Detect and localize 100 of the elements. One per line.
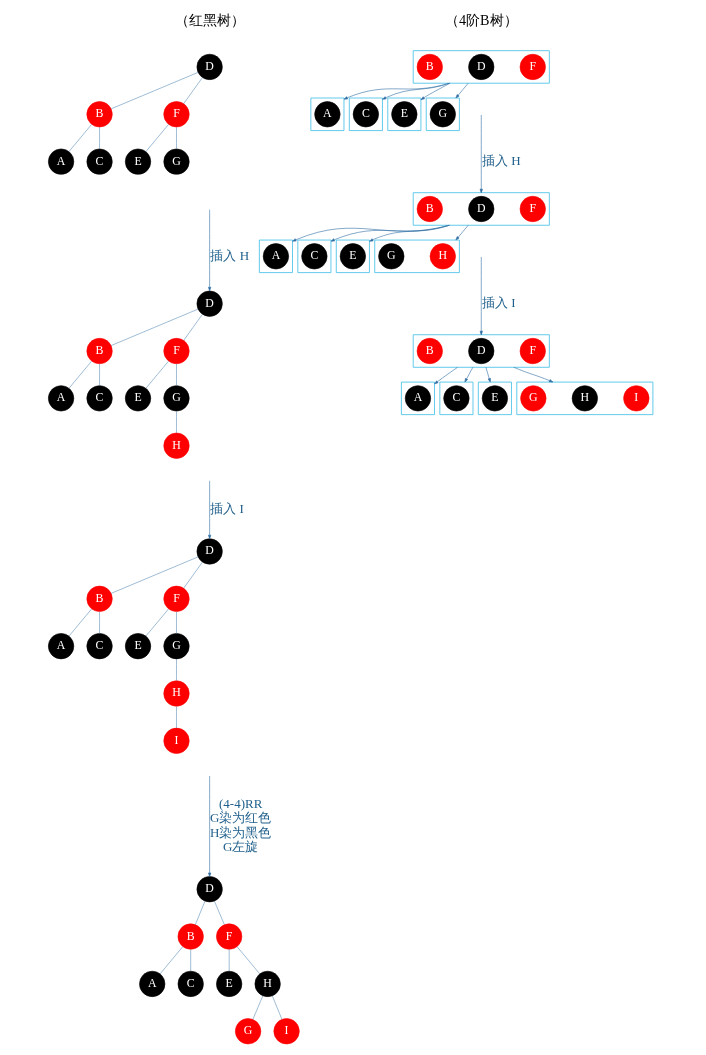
node-circle: G <box>378 243 405 270</box>
node-circle: D <box>468 53 495 80</box>
edge-label: 插入 I <box>210 501 244 517</box>
node-circle: B <box>86 101 113 128</box>
node-circle: E <box>391 101 418 128</box>
node-circle: I <box>273 1018 300 1045</box>
arrow <box>343 82 450 100</box>
connector <box>145 608 169 637</box>
connector <box>68 360 92 389</box>
connector <box>228 949 230 972</box>
node-circle: F <box>216 923 243 950</box>
connector <box>183 77 203 104</box>
node-circle: H <box>254 970 281 997</box>
node-circle: A <box>48 633 75 660</box>
node-circle: H <box>163 680 190 707</box>
node-circle: A <box>262 243 289 270</box>
node-circle: A <box>404 385 431 412</box>
connector <box>145 124 169 152</box>
node-circle: F <box>163 585 190 612</box>
node-circle: A <box>48 148 75 175</box>
node-circle: G <box>163 385 190 412</box>
node-circle: D <box>196 876 223 903</box>
connector <box>176 658 177 681</box>
connector <box>190 949 191 972</box>
node-circle: G <box>235 1018 262 1045</box>
node-circle: C <box>177 970 204 997</box>
edge-label: 插入 I <box>481 294 516 310</box>
node-circle: B <box>416 338 443 365</box>
connector <box>195 900 206 925</box>
arrow <box>330 224 450 242</box>
node-circle: I <box>163 727 190 754</box>
connector <box>236 946 260 975</box>
node-circle: G <box>163 148 190 175</box>
connector <box>176 706 177 729</box>
node-circle: D <box>196 53 223 80</box>
node-circle: I <box>623 385 650 412</box>
node-circle: F <box>519 195 546 222</box>
connector <box>99 126 100 150</box>
node-circle: E <box>125 385 152 412</box>
node-circle: F <box>163 101 190 128</box>
node-circle: C <box>86 385 113 412</box>
connector <box>99 363 100 386</box>
node-circle: E <box>216 970 243 997</box>
node-circle: D <box>196 538 223 565</box>
node-circle: G <box>429 101 456 128</box>
edge-label: 插入 H <box>482 152 521 168</box>
connector <box>176 611 177 634</box>
arrow <box>485 367 491 383</box>
connector <box>159 946 184 975</box>
label: （4阶B树） <box>444 12 518 29</box>
node-circle: G <box>520 385 547 412</box>
connector <box>183 561 203 589</box>
connector <box>176 411 177 434</box>
connector <box>252 995 264 1020</box>
node-circle: F <box>519 338 546 365</box>
arrow <box>455 224 469 241</box>
arrow <box>455 82 469 99</box>
connector <box>110 308 199 346</box>
connector <box>176 126 177 150</box>
node-circle: C <box>86 633 113 660</box>
arrow <box>292 224 450 242</box>
edge-label: (4-4)RR G染为红色 H染为黑色 G左旋 <box>210 796 272 854</box>
arrow <box>464 367 474 383</box>
connector <box>99 611 100 634</box>
node-circle: B <box>416 195 443 222</box>
arrow <box>420 82 451 100</box>
node-circle: H <box>163 432 190 459</box>
connector <box>110 556 199 594</box>
node-circle: D <box>468 338 495 365</box>
arrow <box>369 224 450 242</box>
arrow <box>513 367 554 383</box>
node-circle: C <box>443 385 470 412</box>
connector <box>110 72 199 110</box>
node-circle: H <box>571 385 598 412</box>
arrow <box>208 775 212 877</box>
node-circle: F <box>163 338 190 365</box>
connector <box>214 900 225 925</box>
arrow <box>382 82 450 100</box>
node-circle: B <box>177 923 204 950</box>
node-circle: C <box>86 148 113 175</box>
node-circle: E <box>339 243 366 270</box>
node-circle: A <box>48 385 75 412</box>
connector <box>68 124 92 152</box>
cluster <box>374 239 460 274</box>
arrow <box>479 114 483 193</box>
connector <box>176 363 177 386</box>
node-circle: D <box>196 290 223 317</box>
node-circle: E <box>125 633 152 660</box>
node-circle: E <box>481 385 508 412</box>
node-circle: A <box>314 101 341 128</box>
connector <box>272 995 283 1020</box>
arrow <box>479 256 483 336</box>
arrow <box>208 480 212 539</box>
connector <box>183 313 203 341</box>
edge-label: 插入 H <box>210 247 250 263</box>
node-circle: G <box>163 633 190 660</box>
arrow <box>434 367 458 385</box>
node-circle: C <box>352 101 379 128</box>
arrow <box>208 209 212 292</box>
node-circle: E <box>125 148 152 175</box>
